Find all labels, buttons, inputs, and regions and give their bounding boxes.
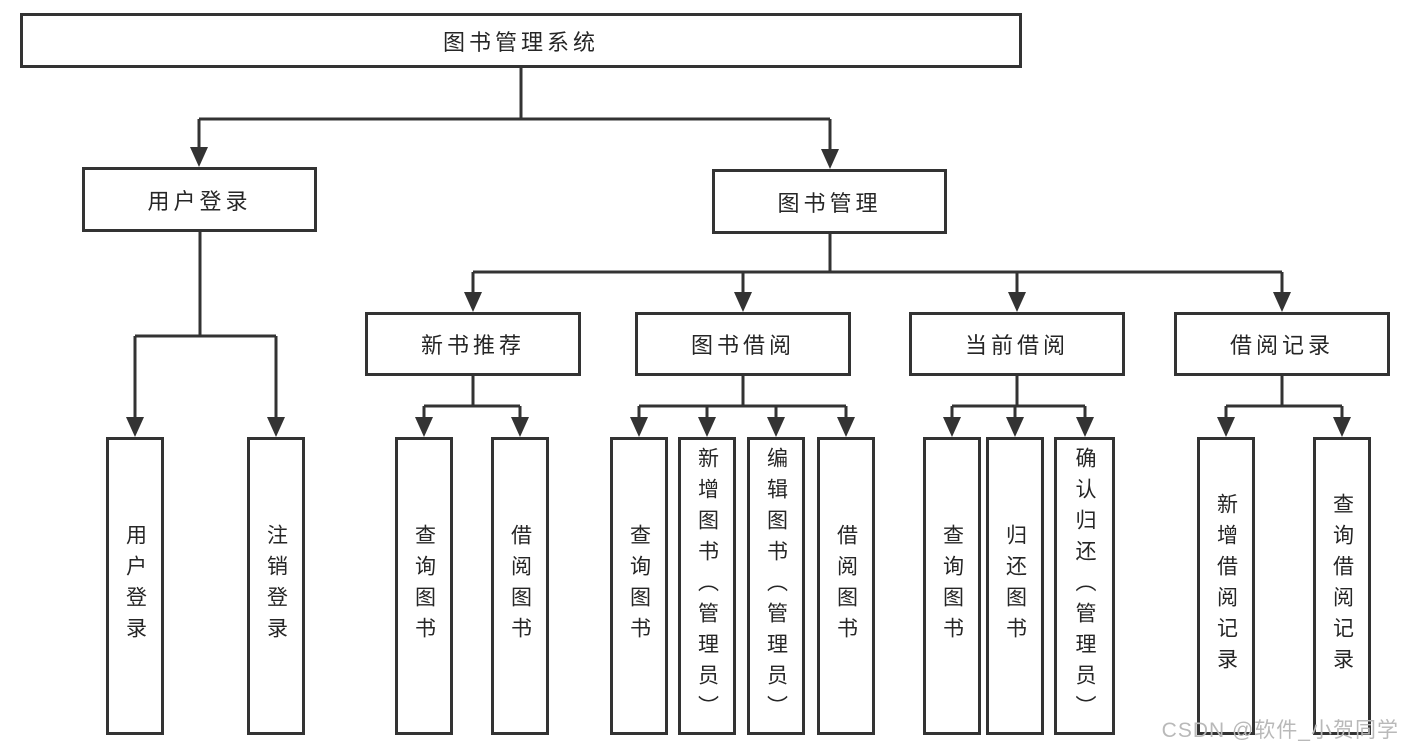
connector-book-borrow-to-leaves bbox=[637, 376, 848, 417]
connector-current-borrow-to-leaves bbox=[950, 376, 1087, 417]
connector-user-login-to-leaves bbox=[133, 232, 278, 417]
leaf-add-borrow-record: 新增借阅记录 bbox=[1197, 437, 1255, 735]
arrow-down-icon bbox=[1273, 292, 1291, 312]
node-new-books: 新书推荐 bbox=[365, 312, 581, 376]
arrow-down-icon bbox=[511, 417, 529, 437]
arrow-down-icon bbox=[1217, 417, 1235, 437]
leaf-query-books-borrow-label: 查询图书 bbox=[627, 524, 651, 648]
leaf-add-books-admin-label: 新增图书（管理员） bbox=[695, 446, 719, 726]
leaf-borrow-books-borrow: 借阅图书 bbox=[817, 437, 875, 735]
node-user-login-label: 用户登录 bbox=[147, 188, 252, 214]
arrow-down-icon bbox=[767, 417, 785, 437]
leaf-user-login: 用户登录 bbox=[106, 437, 164, 735]
node-borrow-records: 借阅记录 bbox=[1174, 312, 1390, 376]
leaf-edit-books-admin: 编辑图书（管理员） bbox=[747, 437, 805, 735]
leaf-add-borrow-record-label: 新增借阅记录 bbox=[1214, 493, 1238, 679]
watermark: CSDN @软件_小贺同学 bbox=[1161, 719, 1399, 742]
leaf-logout: 注销登录 bbox=[247, 437, 305, 735]
connector-book-mgmt-to-level3 bbox=[471, 234, 1284, 292]
node-book-borrow-label: 图书借阅 bbox=[690, 333, 795, 358]
arrow-down-icon bbox=[1076, 417, 1094, 437]
leaf-confirm-return-admin: 确认归还（管理员） bbox=[1054, 437, 1115, 735]
arrow-down-icon bbox=[190, 147, 208, 167]
node-book-mgmt-label: 图书管理 bbox=[777, 190, 882, 216]
arrow-down-icon bbox=[1333, 417, 1351, 437]
leaf-query-books-newrec-label: 查询图书 bbox=[412, 524, 436, 648]
connector-borrow-records-to-leaves bbox=[1224, 376, 1344, 417]
leaf-edit-books-admin-label: 编辑图书（管理员） bbox=[764, 446, 788, 726]
leaf-query-books-current: 查询图书 bbox=[923, 437, 981, 735]
node-book-mgmt: 图书管理 bbox=[712, 169, 947, 234]
node-new-books-label: 新书推荐 bbox=[420, 333, 525, 358]
leaf-query-borrow-record-label: 查询借阅记录 bbox=[1330, 493, 1354, 679]
arrow-down-icon bbox=[734, 292, 752, 312]
arrow-down-icon bbox=[837, 417, 855, 437]
arrow-down-icon bbox=[126, 417, 144, 437]
arrow-down-icon bbox=[464, 292, 482, 312]
connector-new-books-to-leaves bbox=[422, 376, 522, 417]
node-book-borrow: 图书借阅 bbox=[635, 312, 851, 376]
leaf-borrow-books-newrec: 借阅图书 bbox=[491, 437, 549, 735]
leaf-confirm-return-admin-label: 确认归还（管理员） bbox=[1073, 446, 1096, 726]
arrow-down-icon bbox=[630, 417, 648, 437]
arrow-down-icon bbox=[698, 417, 716, 437]
arrow-down-icon bbox=[415, 417, 433, 437]
leaf-query-borrow-record: 查询借阅记录 bbox=[1313, 437, 1371, 735]
arrow-down-icon bbox=[1008, 292, 1026, 312]
node-borrow-records-label: 借阅记录 bbox=[1229, 333, 1334, 358]
connector-root-to-level2 bbox=[197, 68, 832, 149]
node-root: 图书管理系统 bbox=[20, 13, 1022, 68]
arrow-down-icon bbox=[267, 417, 285, 437]
leaf-borrow-books-borrow-label: 借阅图书 bbox=[834, 524, 858, 648]
leaf-query-books-newrec: 查询图书 bbox=[395, 437, 453, 735]
node-current-borrow: 当前借阅 bbox=[909, 312, 1125, 376]
leaf-logout-label: 注销登录 bbox=[264, 524, 288, 648]
leaf-return-books: 归还图书 bbox=[986, 437, 1044, 735]
leaf-query-books-current-label: 查询图书 bbox=[940, 524, 964, 648]
arrow-down-icon bbox=[1006, 417, 1024, 437]
arrow-down-icon bbox=[821, 149, 839, 169]
node-current-borrow-label: 当前借阅 bbox=[964, 333, 1069, 358]
leaf-borrow-books-newrec-label: 借阅图书 bbox=[508, 524, 532, 648]
leaf-return-books-label: 归还图书 bbox=[1003, 524, 1027, 648]
arrowheads bbox=[126, 147, 1351, 437]
leaf-add-books-admin: 新增图书（管理员） bbox=[678, 437, 736, 735]
leaf-query-books-borrow: 查询图书 bbox=[610, 437, 668, 735]
node-user-login: 用户登录 bbox=[82, 167, 317, 232]
node-root-label: 图书管理系统 bbox=[442, 29, 599, 55]
leaf-user-login-label: 用户登录 bbox=[123, 524, 147, 648]
arrow-down-icon bbox=[943, 417, 961, 437]
